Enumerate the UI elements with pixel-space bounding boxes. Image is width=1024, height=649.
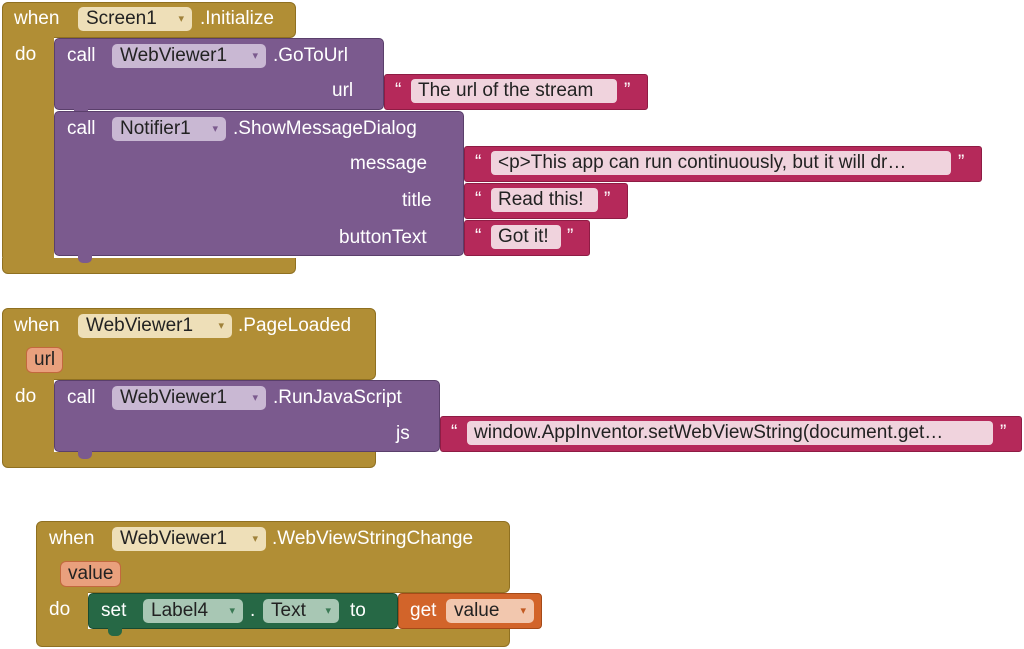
event-param-value[interactable]: value — [60, 561, 122, 587]
component-dropdown-label4[interactable]: Label4 ▾ — [143, 599, 243, 623]
component-dropdown-label: WebViewer1 — [120, 45, 228, 66]
close-quote-icon: ” — [958, 152, 965, 173]
component-dropdown-screen1[interactable]: Screen1 ▾ — [78, 7, 192, 31]
dropdown-arrow-icon: ▾ — [252, 533, 258, 545]
event-block-left-rail — [2, 372, 54, 458]
do-keyword: do — [49, 599, 71, 620]
text-value[interactable]: Read this! — [491, 188, 598, 212]
when-keyword: when — [14, 315, 60, 336]
dot-separator: . — [250, 600, 256, 621]
call-keyword: call — [67, 45, 96, 66]
component-dropdown-label: Notifier1 — [120, 118, 191, 139]
arg-label-buttontext: buttonText — [339, 227, 427, 248]
close-quote-icon: ” — [1000, 422, 1007, 443]
component-dropdown-webviewer1[interactable]: WebViewer1 ▾ — [78, 314, 232, 338]
arg-label-title: title — [402, 190, 432, 211]
method-name: .GoToUrl — [273, 45, 348, 66]
close-quote-icon: ” — [604, 189, 611, 210]
event-name: .Initialize — [200, 8, 274, 29]
when-keyword: when — [49, 528, 95, 549]
component-dropdown-webviewer1[interactable]: WebViewer1 ▾ — [112, 386, 266, 410]
block-connector-notch — [78, 451, 92, 459]
dropdown-arrow-icon: ▾ — [229, 605, 235, 617]
open-quote-icon: “ — [475, 189, 482, 210]
arg-label-url: url — [332, 80, 354, 101]
variable-dropdown-label: value — [454, 600, 500, 621]
event-block-footer — [36, 629, 510, 647]
open-quote-icon: “ — [451, 422, 458, 443]
arg-label-js: js — [396, 423, 410, 444]
close-quote-icon: ” — [567, 226, 574, 247]
event-block-footer — [2, 452, 376, 468]
call-keyword: call — [67, 118, 96, 139]
event-name: .WebViewStringChange — [272, 528, 474, 549]
method-name: .ShowMessageDialog — [233, 118, 417, 139]
component-dropdown-webviewer1[interactable]: WebViewer1 ▾ — [112, 527, 266, 551]
component-dropdown-label: WebViewer1 — [120, 387, 228, 408]
property-dropdown-text[interactable]: Text ▾ — [263, 599, 339, 623]
text-value[interactable]: <p>This app can run continuously, but it… — [491, 151, 951, 175]
text-value[interactable]: window.AppInventor.setWebViewString(docu… — [467, 421, 993, 445]
to-keyword: to — [350, 600, 366, 621]
open-quote-icon: “ — [395, 80, 402, 101]
open-quote-icon: “ — [475, 226, 482, 247]
close-quote-icon: ” — [624, 80, 631, 101]
component-dropdown-label: Screen1 — [86, 8, 157, 29]
do-keyword: do — [15, 44, 37, 65]
event-param-url[interactable]: url — [26, 347, 64, 373]
method-name: .RunJavaScript — [273, 387, 402, 408]
do-keyword: do — [15, 386, 37, 407]
property-dropdown-label: Text — [271, 600, 306, 621]
event-name: .PageLoaded — [238, 315, 352, 336]
component-dropdown-label: WebViewer1 — [120, 528, 228, 549]
text-value[interactable]: Got it! — [491, 225, 561, 249]
component-dropdown-notifier1[interactable]: Notifier1 ▾ — [112, 117, 226, 141]
set-keyword: set — [101, 600, 127, 621]
variable-dropdown-value[interactable]: value ▾ — [446, 599, 534, 623]
event-block-footer — [2, 258, 296, 274]
component-dropdown-label: WebViewer1 — [86, 315, 194, 336]
get-keyword: get — [410, 600, 437, 621]
arg-label-message: message — [350, 153, 428, 174]
dropdown-arrow-icon: ▾ — [178, 13, 184, 25]
component-dropdown-webviewer1[interactable]: WebViewer1 ▾ — [112, 44, 266, 68]
event-block-left-rail — [2, 30, 54, 262]
dropdown-arrow-icon: ▾ — [252, 50, 258, 62]
call-keyword: call — [67, 387, 96, 408]
open-quote-icon: “ — [475, 152, 482, 173]
when-keyword: when — [14, 8, 60, 29]
dropdown-arrow-icon: ▾ — [252, 392, 258, 404]
block-connector-notch — [78, 255, 92, 263]
component-dropdown-label: Label4 — [151, 600, 209, 621]
block-connector-notch — [108, 628, 122, 636]
dropdown-arrow-icon: ▾ — [218, 320, 224, 332]
dropdown-arrow-icon: ▾ — [212, 123, 218, 135]
dropdown-arrow-icon: ▾ — [520, 605, 526, 617]
text-value[interactable]: The url of the stream — [411, 79, 617, 103]
set-block-body[interactable] — [88, 593, 398, 629]
dropdown-arrow-icon: ▾ — [325, 605, 331, 617]
